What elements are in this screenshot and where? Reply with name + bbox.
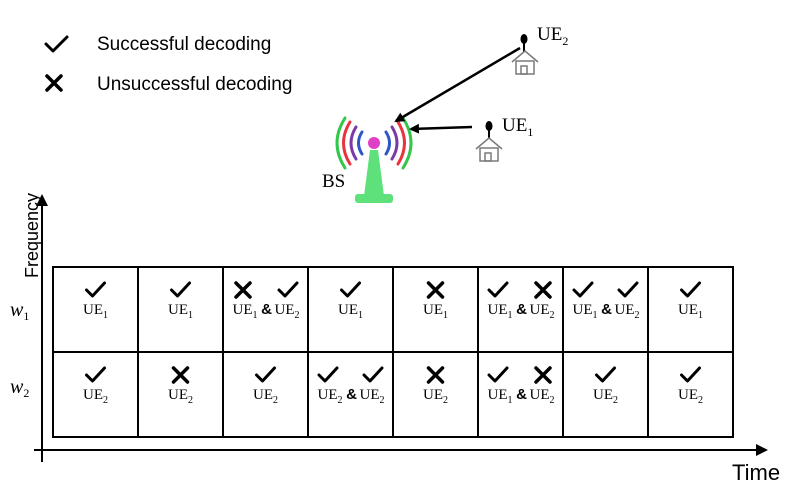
and-separator: & <box>516 301 527 318</box>
ue-label: UE1 <box>488 302 513 321</box>
row-label-w1: w1 <box>10 299 29 323</box>
check-icon <box>680 281 701 298</box>
ue-label: UE1 <box>678 302 703 321</box>
check-icon <box>572 281 594 298</box>
ue2-device: UE2 <box>511 24 568 75</box>
ue2-uplink-arrow <box>394 46 521 123</box>
cell-border <box>222 351 309 438</box>
grid-cell: UE1 <box>137 266 224 353</box>
check-icon <box>617 281 639 298</box>
cross-icon <box>534 366 552 384</box>
grid-cell: UE2&UE2 <box>307 351 394 438</box>
ue-label: UE1 <box>573 302 598 321</box>
check-icon <box>362 366 384 383</box>
ue2-house-icon <box>511 50 539 75</box>
grid-cell: UE2 <box>137 351 224 438</box>
cell-border <box>562 266 649 353</box>
base-station: BS <box>322 116 413 203</box>
check-icon <box>487 281 509 298</box>
legend: Successful decoding Unsuccessful decodin… <box>44 34 292 95</box>
legend-success-label: Successful decoding <box>97 34 271 55</box>
ue-label: UE1 <box>423 302 448 321</box>
cell-border <box>477 351 564 438</box>
ue-label: UE2 <box>168 387 193 406</box>
ue-label: UE2 <box>423 387 448 406</box>
grid-cell: UE1 <box>307 266 394 353</box>
ue-label: UE2 <box>318 387 343 406</box>
check-icon <box>340 281 361 298</box>
cross-icon <box>534 281 552 299</box>
grid-cell: UE1&UE2 <box>477 351 564 438</box>
grid-cell: UE2 <box>562 351 649 438</box>
frequency-axis-label: Frequency <box>22 193 42 278</box>
cross-icon <box>171 366 190 384</box>
ue-label: UE2 <box>530 302 555 321</box>
ue-label: UE2 <box>615 302 640 321</box>
ue2-label: UE2 <box>537 24 568 48</box>
check-icon <box>85 366 106 383</box>
ue-label: UE2 <box>360 387 385 406</box>
cell-border <box>137 351 224 438</box>
check-icon <box>255 366 276 383</box>
check-icon <box>170 281 191 298</box>
grid-cell: UE1 <box>392 266 479 353</box>
grid-cell: UE1&UE2 <box>222 266 309 353</box>
cell-border <box>477 266 564 353</box>
time-axis-label: Time <box>732 460 780 485</box>
grid-cell: UE1 <box>647 266 734 353</box>
ue1-uplink-arrow <box>409 123 473 134</box>
legend-failure-label: Unsuccessful decoding <box>97 74 292 95</box>
and-separator: & <box>516 386 527 403</box>
cell-border <box>307 266 394 353</box>
check-icon <box>680 366 701 383</box>
ue-label: UE2 <box>530 387 555 406</box>
check-icon <box>317 366 339 383</box>
check-icon <box>277 281 299 298</box>
cell-border <box>647 266 734 353</box>
ue-label: UE2 <box>275 302 300 321</box>
ue-label: UE2 <box>83 387 108 406</box>
grid-cell: UE2 <box>52 351 139 438</box>
and-separator: & <box>346 386 357 403</box>
grid-cell: UE2 <box>222 351 309 438</box>
and-separator: & <box>601 301 612 318</box>
ue1-label: UE1 <box>502 115 533 139</box>
grid-cell: UE2 <box>647 351 734 438</box>
cross-icon <box>426 281 445 299</box>
ue-label: UE1 <box>338 302 363 321</box>
cross-icon <box>426 366 445 384</box>
row-label-w2: w2 <box>10 376 29 400</box>
check-icon <box>595 366 616 383</box>
ue1-device: UE1 <box>475 115 533 162</box>
legend-cross-icon <box>45 74 63 92</box>
ue2-device-icon <box>520 34 528 52</box>
cell-border <box>562 351 649 438</box>
ue-label: UE1 <box>83 302 108 321</box>
cell-border <box>307 351 394 438</box>
signal-waves-icon <box>335 116 413 170</box>
ue1-device-icon <box>485 121 493 139</box>
ue-label: UE2 <box>593 387 618 406</box>
ue-label: UE1 <box>168 302 193 321</box>
grid-cell: UE1 <box>52 266 139 353</box>
grid-cell: UE2 <box>392 351 479 438</box>
legend-check-icon <box>44 35 69 53</box>
ue-label: UE1 <box>488 387 513 406</box>
cell-border <box>647 351 734 438</box>
ue1-house-icon <box>475 137 503 162</box>
grid-cell: UE1&UE2 <box>562 266 649 353</box>
ue-label: UE2 <box>678 387 703 406</box>
check-icon <box>487 366 509 383</box>
cell-border <box>222 266 309 353</box>
check-icon <box>85 281 106 298</box>
ue-label: UE2 <box>253 387 278 406</box>
bs-label: BS <box>322 171 345 192</box>
and-separator: & <box>261 301 272 318</box>
grid-cell: UE1&UE2 <box>477 266 564 353</box>
antenna-tower-icon <box>355 137 393 203</box>
cross-icon <box>234 281 252 299</box>
ue-label: UE1 <box>233 302 258 321</box>
